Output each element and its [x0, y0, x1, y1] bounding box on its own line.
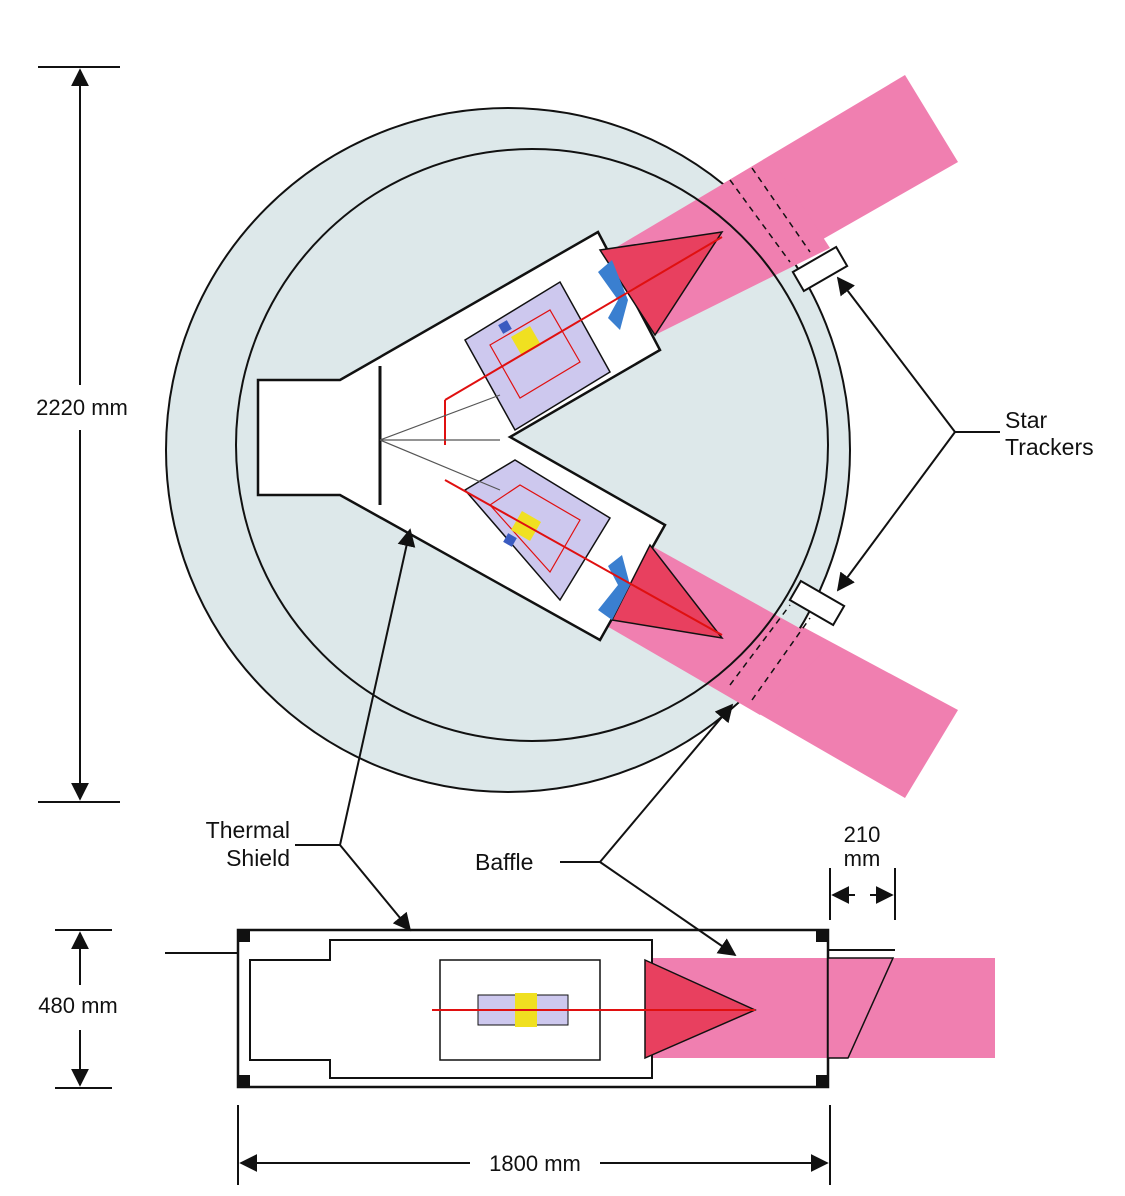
- callout-baffle: Baffle: [475, 703, 737, 957]
- lower-optics: [379, 439, 724, 640]
- dimension-length: 1800 mm: [237, 1105, 831, 1185]
- star-tracker-upper: [791, 245, 849, 293]
- inner-circle: [235, 148, 829, 742]
- callout-star-trackers: Star Trackers: [836, 276, 1094, 592]
- baffle-label: Baffle: [475, 849, 533, 875]
- star-trackers-label-2: Trackers: [1005, 434, 1094, 460]
- side-baffle: [827, 957, 895, 1059]
- diameter-label: 2220 mm: [36, 395, 128, 420]
- thermal-shield-label-1: Thermal: [206, 817, 290, 843]
- side-beam: [640, 958, 995, 1058]
- baffle-dashes: [729, 167, 811, 701]
- height-label: 480 mm: [38, 993, 117, 1018]
- star-tracker-lower: [788, 579, 846, 627]
- dimension-height: 480 mm: [38, 929, 118, 1089]
- top-view: [165, 75, 958, 798]
- baffle-depth-label-1: 210: [844, 822, 881, 847]
- thermal-shield-label-2: Shield: [226, 845, 290, 871]
- dimension-baffle-depth: 210 mm: [829, 822, 896, 920]
- side-view: [165, 928, 995, 1089]
- upper-optics: [379, 231, 724, 445]
- star-trackers-label-1: Star: [1005, 407, 1048, 433]
- callout-thermal-shield: Thermal Shield: [206, 528, 416, 932]
- dimension-diameter: 2220 mm: [36, 66, 128, 803]
- length-label: 1800 mm: [489, 1151, 581, 1176]
- baffle-depth-label-2: mm: [844, 846, 881, 871]
